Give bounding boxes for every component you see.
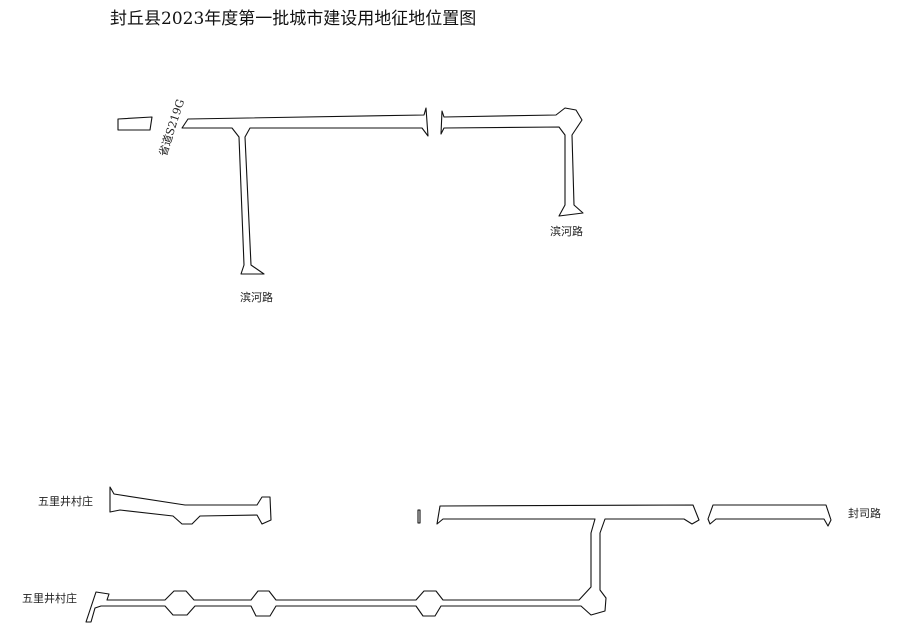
label-binhe-road-left: 滨河路 [240, 290, 273, 304]
label-binhe-road-right: 滨河路 [550, 224, 583, 238]
parcel-upper-t-road [181, 107, 429, 275]
parcel-lower-left-upper [109, 486, 272, 525]
label-wulijing-lower: 五里井村庄 [22, 591, 77, 605]
parcel-fengsi-road [707, 504, 832, 527]
map-title: 封丘县2023年度第一批城市建设用地征地位置图 [110, 9, 477, 29]
label-wulijing-upper: 五里井村庄 [38, 494, 93, 508]
parcel-small-fragment [417, 509, 421, 524]
parcel-provincial-road-end [117, 116, 153, 131]
parcel-lower-main-corridor [85, 504, 700, 623]
parcel-upper-right-road [440, 107, 584, 217]
label-fengsi-road: 封司路 [848, 506, 881, 520]
